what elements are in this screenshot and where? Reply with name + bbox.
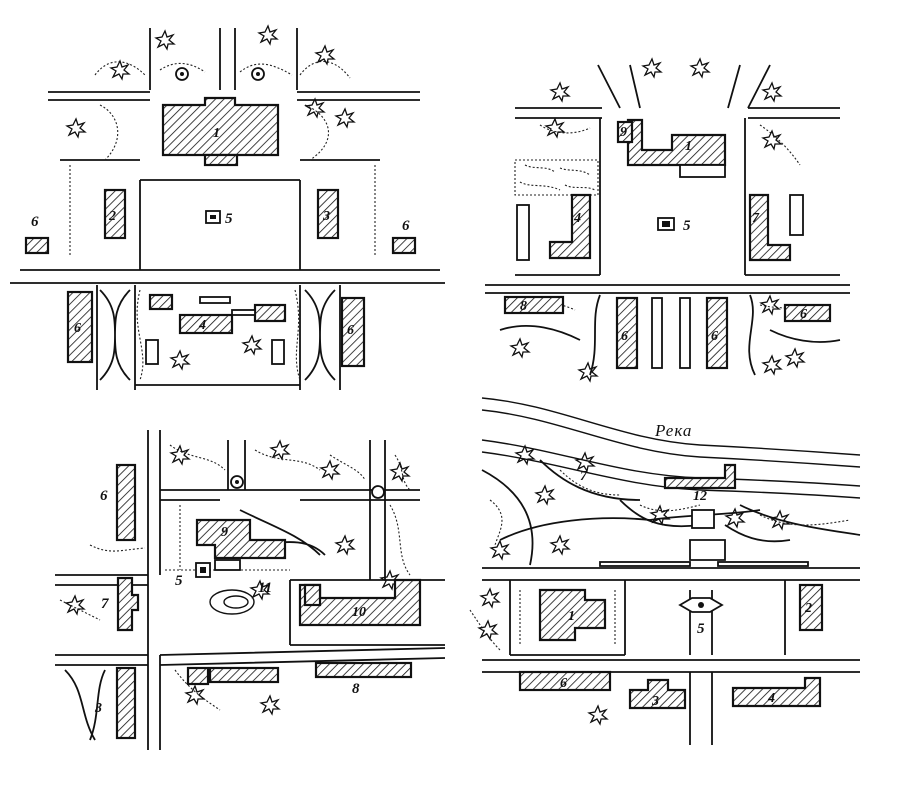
building-6-b-label: 6 bbox=[711, 329, 718, 344]
building-8-left-label: 8 bbox=[520, 299, 527, 314]
building-1-label: 1 bbox=[685, 139, 692, 154]
square-label: 5 bbox=[683, 218, 691, 234]
building-7-label: 7 bbox=[752, 211, 760, 226]
square-label: 5 bbox=[697, 621, 705, 637]
scheme-3: 6 7 5 11 10 9 3 8 bbox=[55, 430, 446, 750]
building-6-bottom-right-label: 6 bbox=[347, 323, 354, 338]
building-6-left-label: 6 bbox=[31, 214, 39, 230]
building-7-label: 7 bbox=[101, 596, 109, 612]
building-3-label: 3 bbox=[322, 209, 330, 224]
building-4-label: 4 bbox=[767, 691, 775, 706]
building-9-label: 9 bbox=[620, 125, 627, 140]
building-2-label: 2 bbox=[804, 601, 812, 616]
scheme-1: 1 2 3 4 5 6 6 6 6 bbox=[10, 25, 445, 390]
building-6-bottom-left-label: 6 bbox=[74, 321, 81, 336]
building-8-label: 8 bbox=[352, 681, 360, 697]
square-label: 5 bbox=[225, 211, 233, 227]
building-1-label: 1 bbox=[213, 126, 220, 141]
building-12-label: 12 bbox=[693, 489, 707, 504]
square-label: 5 bbox=[175, 573, 183, 589]
building-6-right-label: 6 bbox=[402, 218, 410, 234]
river-label: Река bbox=[654, 421, 692, 440]
building-10-label: 10 bbox=[352, 605, 366, 620]
building-7-label: 7 bbox=[580, 469, 588, 484]
building-3-label: 3 bbox=[94, 701, 102, 716]
building-4-label: 4 bbox=[573, 211, 581, 226]
building-9-label: 9 bbox=[221, 525, 228, 540]
building-6-label: 6 bbox=[100, 488, 108, 504]
building-4-label: 4 bbox=[198, 318, 206, 333]
building-3-label: 3 bbox=[651, 694, 659, 709]
scheme-4: Река bbox=[469, 397, 861, 745]
building-6-a-label: 6 bbox=[621, 329, 628, 344]
pond-11-label: 11 bbox=[258, 580, 272, 596]
building-6-label: 6 bbox=[560, 676, 567, 691]
building-6-right-label: 6 bbox=[800, 307, 807, 322]
scheme-2: 1 5 4 7 8 6 6 6 9 bbox=[485, 58, 850, 382]
building-2-label: 2 bbox=[108, 209, 116, 224]
building-1-label: 1 bbox=[568, 609, 575, 624]
